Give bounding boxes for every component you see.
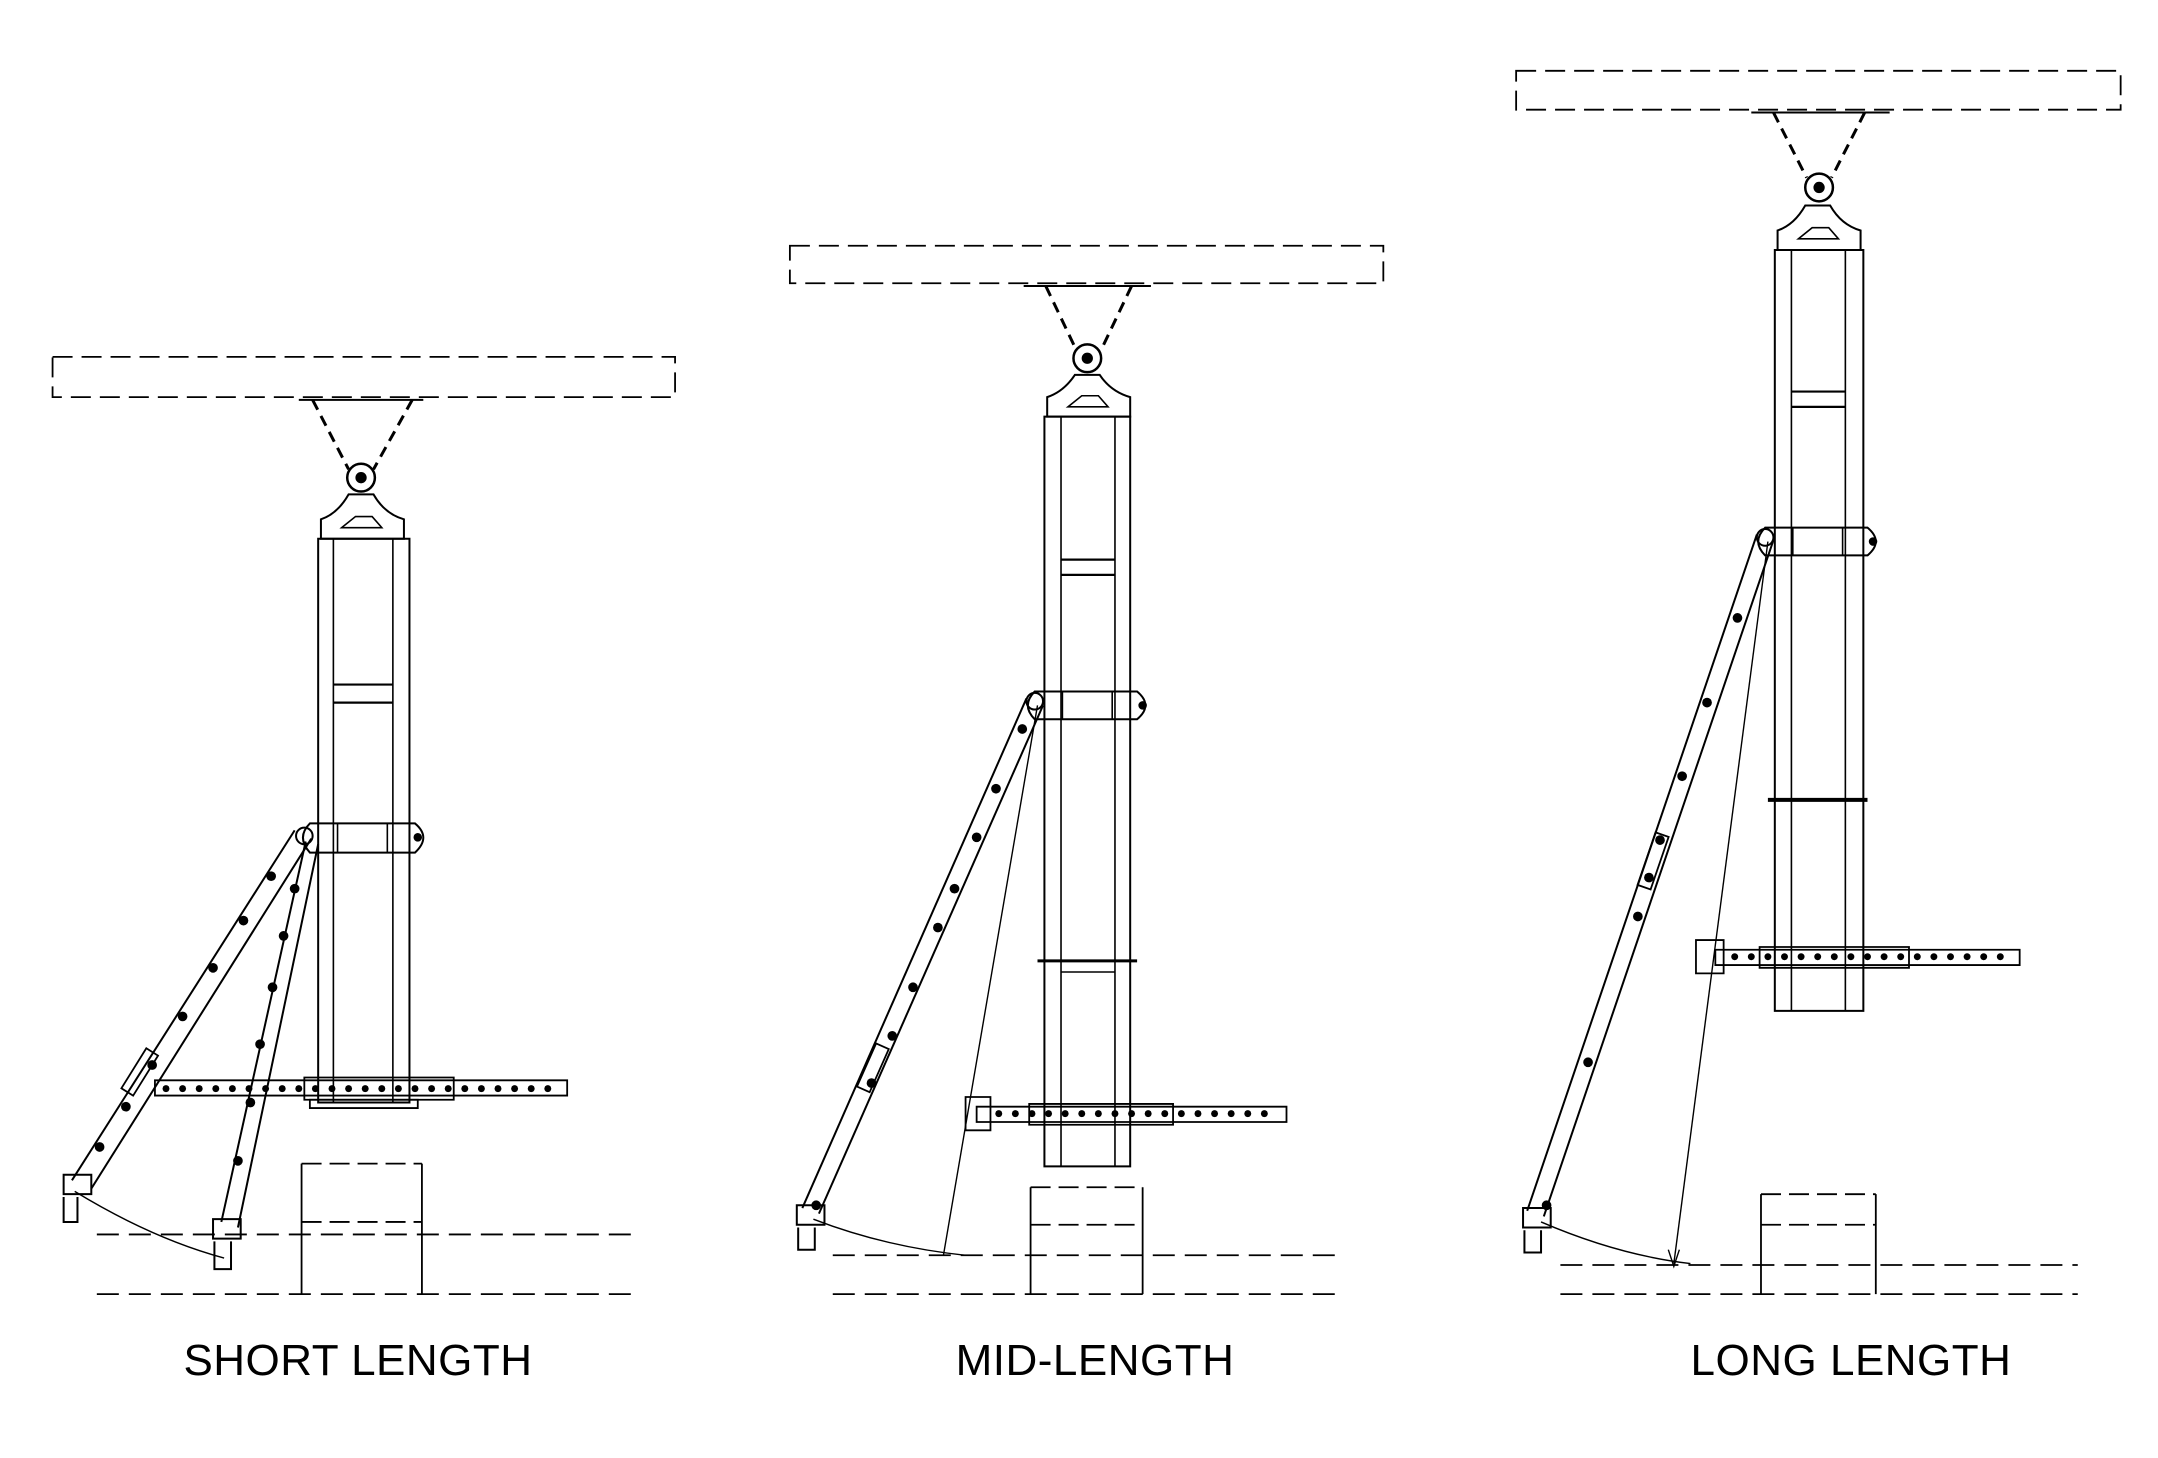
short-brace-short [213, 841, 318, 1269]
mid-perforated-bar [977, 1107, 1287, 1122]
short-pivot [347, 464, 375, 492]
long-length-assembly [1516, 71, 2121, 1294]
mid-pivot [1073, 344, 1101, 372]
mid-brace [797, 698, 1043, 1249]
mid-hanger [1024, 286, 1151, 350]
mid-top-cap [1047, 375, 1130, 417]
long-pivot [1805, 174, 1833, 202]
short-length-assembly [53, 357, 676, 1294]
long-ceiling-beam [1516, 71, 2121, 110]
long-collar [1758, 528, 1876, 556]
caption-short-length: SHORT LENGTH [183, 1336, 533, 1385]
short-ceiling-beam [53, 357, 676, 397]
mid-collar [1028, 692, 1146, 720]
long-perforated-bar [1715, 950, 2019, 965]
mid-column [1044, 417, 1130, 1167]
short-hanger [299, 400, 424, 469]
mid-length-assembly [790, 246, 1383, 1294]
short-swing-arc [75, 1191, 224, 1258]
mid-ceiling-beam [790, 246, 1383, 283]
short-brace-long [64, 830, 312, 1222]
short-top-cap [321, 494, 404, 538]
short-base-block [302, 1164, 422, 1295]
long-column [1775, 250, 1864, 1011]
long-brace [1523, 535, 1773, 1253]
short-collar [303, 823, 423, 852]
short-column [318, 539, 409, 1103]
mid-swing-arc [813, 1219, 965, 1255]
caption-long-length: LONG LENGTH [1690, 1336, 2012, 1385]
long-top-cap [1778, 206, 1861, 250]
caption-mid-length: MID-LENGTH [955, 1336, 1235, 1385]
long-swing-arc [1541, 1222, 1690, 1264]
mid-base-block [1031, 1187, 1143, 1294]
long-tie-line [1674, 542, 1768, 1264]
mid-tie-line [943, 705, 1037, 1255]
long-base-block [1761, 1194, 1876, 1294]
long-hanger [1751, 112, 1889, 177]
